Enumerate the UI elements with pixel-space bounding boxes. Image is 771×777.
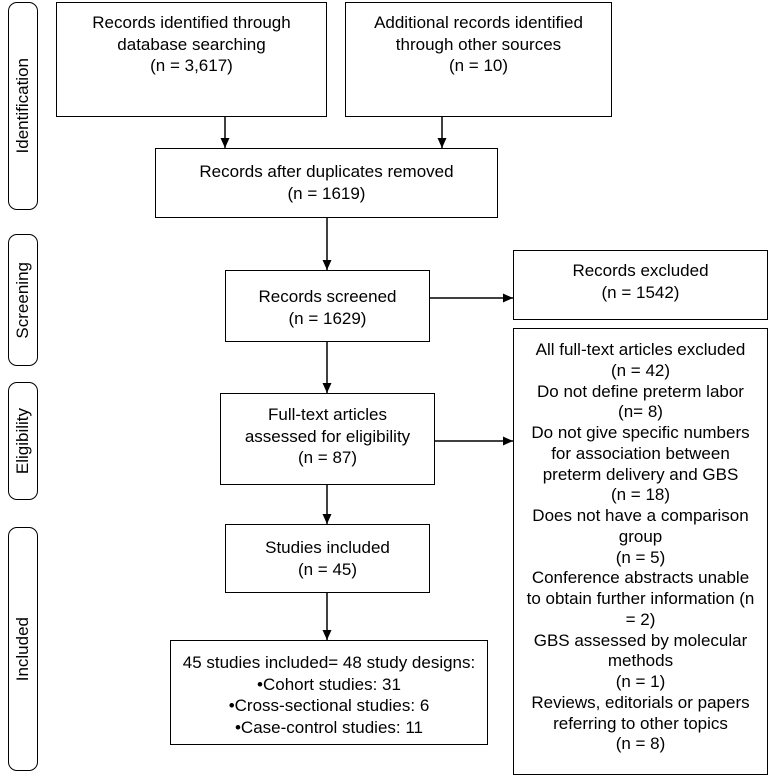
screened-box: Records screened (n = 1629) (225, 270, 430, 342)
exclusion-reason: GBS assessed by molecular methods (n = 1… (514, 631, 767, 693)
studies-included-count: (n = 45) (297, 559, 358, 579)
exclusion-reason-text: Do not give specific numbers (531, 423, 750, 442)
exclusion-reason: Do not define preterm labor (n= 8) (514, 382, 767, 424)
database-search-count: (n = 3,617) (150, 56, 233, 75)
records-excluded-count: (n = 1542) (601, 282, 680, 302)
phase-eligibility-label: Eligibility (13, 407, 32, 475)
after-duplicates-box: Records after duplicates removed (n = 16… (155, 148, 498, 218)
exclusion-header-label: All full-text articles excluded (535, 340, 746, 359)
study-design-item: •Cohort studies: 31 (257, 674, 401, 694)
full-text-assessed-box: Full-text articles assessed for eligibil… (220, 393, 435, 485)
phase-screening: Screening (8, 234, 38, 366)
studies-included-label: Studies included (265, 538, 390, 557)
exclusion-reason-count: = 2) (625, 609, 656, 629)
full-text-assessed-label: assessed for eligibility (244, 426, 411, 446)
records-excluded-label: Records excluded (572, 261, 709, 280)
after-duplicates-label: Records after duplicates removed (199, 162, 454, 181)
exclusion-reason-count: (n = 5) (615, 547, 666, 567)
exclusion-reason-text: Reviews, editorials or papers (531, 692, 750, 712)
exclusion-reason-text: GBS assessed by molecular (533, 630, 748, 650)
phase-identification: Identification (8, 2, 38, 210)
exclusion-reason-count: (n = 1) (615, 672, 666, 691)
studies-included-box: Studies included (n = 45) (225, 524, 430, 593)
other-sources-box: Additional records identified through ot… (345, 2, 612, 117)
exclusion-header: All full-text articles excluded (n = 42) (514, 340, 767, 382)
after-duplicates-count: (n = 1619) (287, 183, 366, 203)
records-excluded-box: Records excluded (n = 1542) (513, 250, 768, 320)
phase-included: Included (8, 527, 38, 771)
study-designs-box: 45 studies included= 48 study designs: •… (170, 640, 488, 745)
database-search-box: Records identified through database sear… (56, 2, 327, 117)
screened-label: Records screened (258, 287, 397, 306)
exclusion-header-count: (n = 42) (610, 360, 671, 380)
exclusion-reason-text: methods (607, 651, 674, 671)
full-text-assessed-label: Full-text articles (267, 405, 388, 424)
database-search-label: database searching (117, 34, 266, 54)
phase-included-label: Included (13, 616, 32, 682)
exclusion-reason: Do not give specific numbers for associa… (514, 423, 767, 506)
exclusion-reason-count: (n = 8) (615, 734, 666, 754)
other-sources-label: Additional records identified (374, 13, 583, 32)
exclusion-reason-count: (n = 18) (610, 485, 671, 505)
full-text-excluded-box: All full-text articles excluded (n = 42)… (513, 328, 768, 775)
study-design-item: •Case-control studies: 11 (234, 717, 423, 737)
phase-identification-label: Identification (13, 58, 32, 154)
other-sources-count: (n = 10) (448, 56, 509, 75)
exclusion-reason-text: preterm delivery and GBS (542, 464, 739, 484)
screened-count: (n = 1629) (288, 309, 367, 328)
exclusion-reason: Conference abstracts unable to obtain fu… (514, 568, 767, 630)
exclusion-reason-text: referring to other topics (553, 713, 728, 733)
exclusion-reason-text: Conference abstracts unable (531, 568, 750, 588)
phase-eligibility: Eligibility (8, 382, 38, 500)
study-designs-header: 45 studies included= 48 study designs: (182, 653, 476, 672)
phase-screening-label: Screening (13, 261, 32, 339)
exclusion-reason-text: Do not define preterm labor (537, 381, 744, 401)
study-design-item: •Cross-sectional studies: 6 (228, 696, 430, 715)
exclusion-reason-text: group (618, 526, 663, 546)
exclusion-reason-text: to obtain further information (n (526, 589, 755, 608)
exclusion-reason-text: for association between (551, 443, 730, 463)
exclusion-reason-text: Does not have a comparison (532, 506, 749, 525)
exclusion-reason: Does not have a comparison group (n = 5) (514, 506, 767, 568)
other-sources-label: through other sources (395, 34, 562, 54)
full-text-assessed-count: (n = 87) (297, 448, 358, 467)
exclusion-reason-count: (n= 8) (618, 402, 663, 422)
exclusion-reason: Reviews, editorials or papers referring … (514, 693, 767, 755)
database-search-label: Records identified through (92, 13, 291, 32)
